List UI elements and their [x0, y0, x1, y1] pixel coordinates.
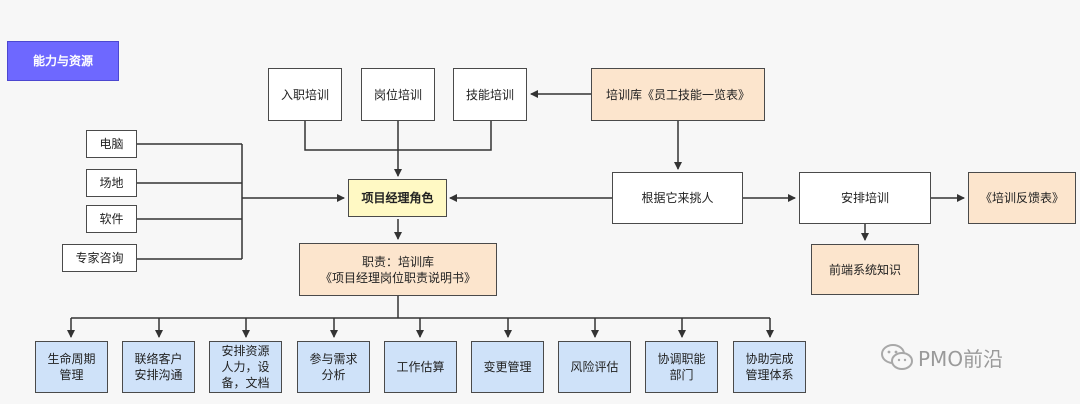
duty-item-estimation: 工作估算: [384, 341, 457, 393]
section-title: 能力与资源: [7, 41, 119, 81]
duty-item-change-management: 变更管理: [471, 341, 544, 393]
watermark: PMO前沿: [880, 340, 1003, 374]
duty-item-management-system: 协助完成 管理体系: [733, 341, 806, 393]
training-library-node: 培训库《员工技能一览表》: [591, 68, 765, 121]
resource-computer-node: 电脑: [86, 130, 137, 158]
arrange-training-node: 安排培训: [799, 172, 931, 224]
select-people-node: 根据它来挑人: [612, 172, 743, 224]
duty-item-requirements: 参与需求 分析: [297, 341, 370, 393]
training-feedback-node: 《培训反馈表》: [968, 172, 1076, 224]
frontend-knowledge-node: 前端系统知识: [811, 244, 919, 295]
onboarding-training-node: 入职培训: [268, 68, 342, 121]
duty-item-client-contact: 联络客户 安排沟通: [122, 341, 195, 393]
resource-software-node: 软件: [86, 205, 137, 233]
duty-item-coordination: 协调职能 部门: [645, 341, 718, 393]
skill-training-node: 技能培训: [453, 68, 527, 121]
resource-venue-node: 场地: [86, 169, 137, 197]
duty-item-resources: 安排资源 人力，设 备，文档: [209, 341, 282, 393]
watermark-text: PMO前沿: [918, 346, 1004, 371]
wechat-icon: [881, 344, 913, 370]
duty-node: 职责：培训库 《项目经理岗位职责说明书》: [299, 243, 497, 296]
duty-item-lifecycle: 生命周期 管理: [35, 341, 108, 393]
project-manager-role-node: 项目经理角色: [348, 179, 447, 217]
resource-expert-node: 专家咨询: [62, 244, 137, 272]
duty-item-risk-assessment: 风险评估: [558, 341, 631, 393]
position-training-node: 岗位培训: [361, 68, 435, 121]
duty-line-1: 职责：培训库: [361, 254, 434, 269]
duty-line-2: 《项目经理岗位职责说明书》: [319, 270, 476, 285]
